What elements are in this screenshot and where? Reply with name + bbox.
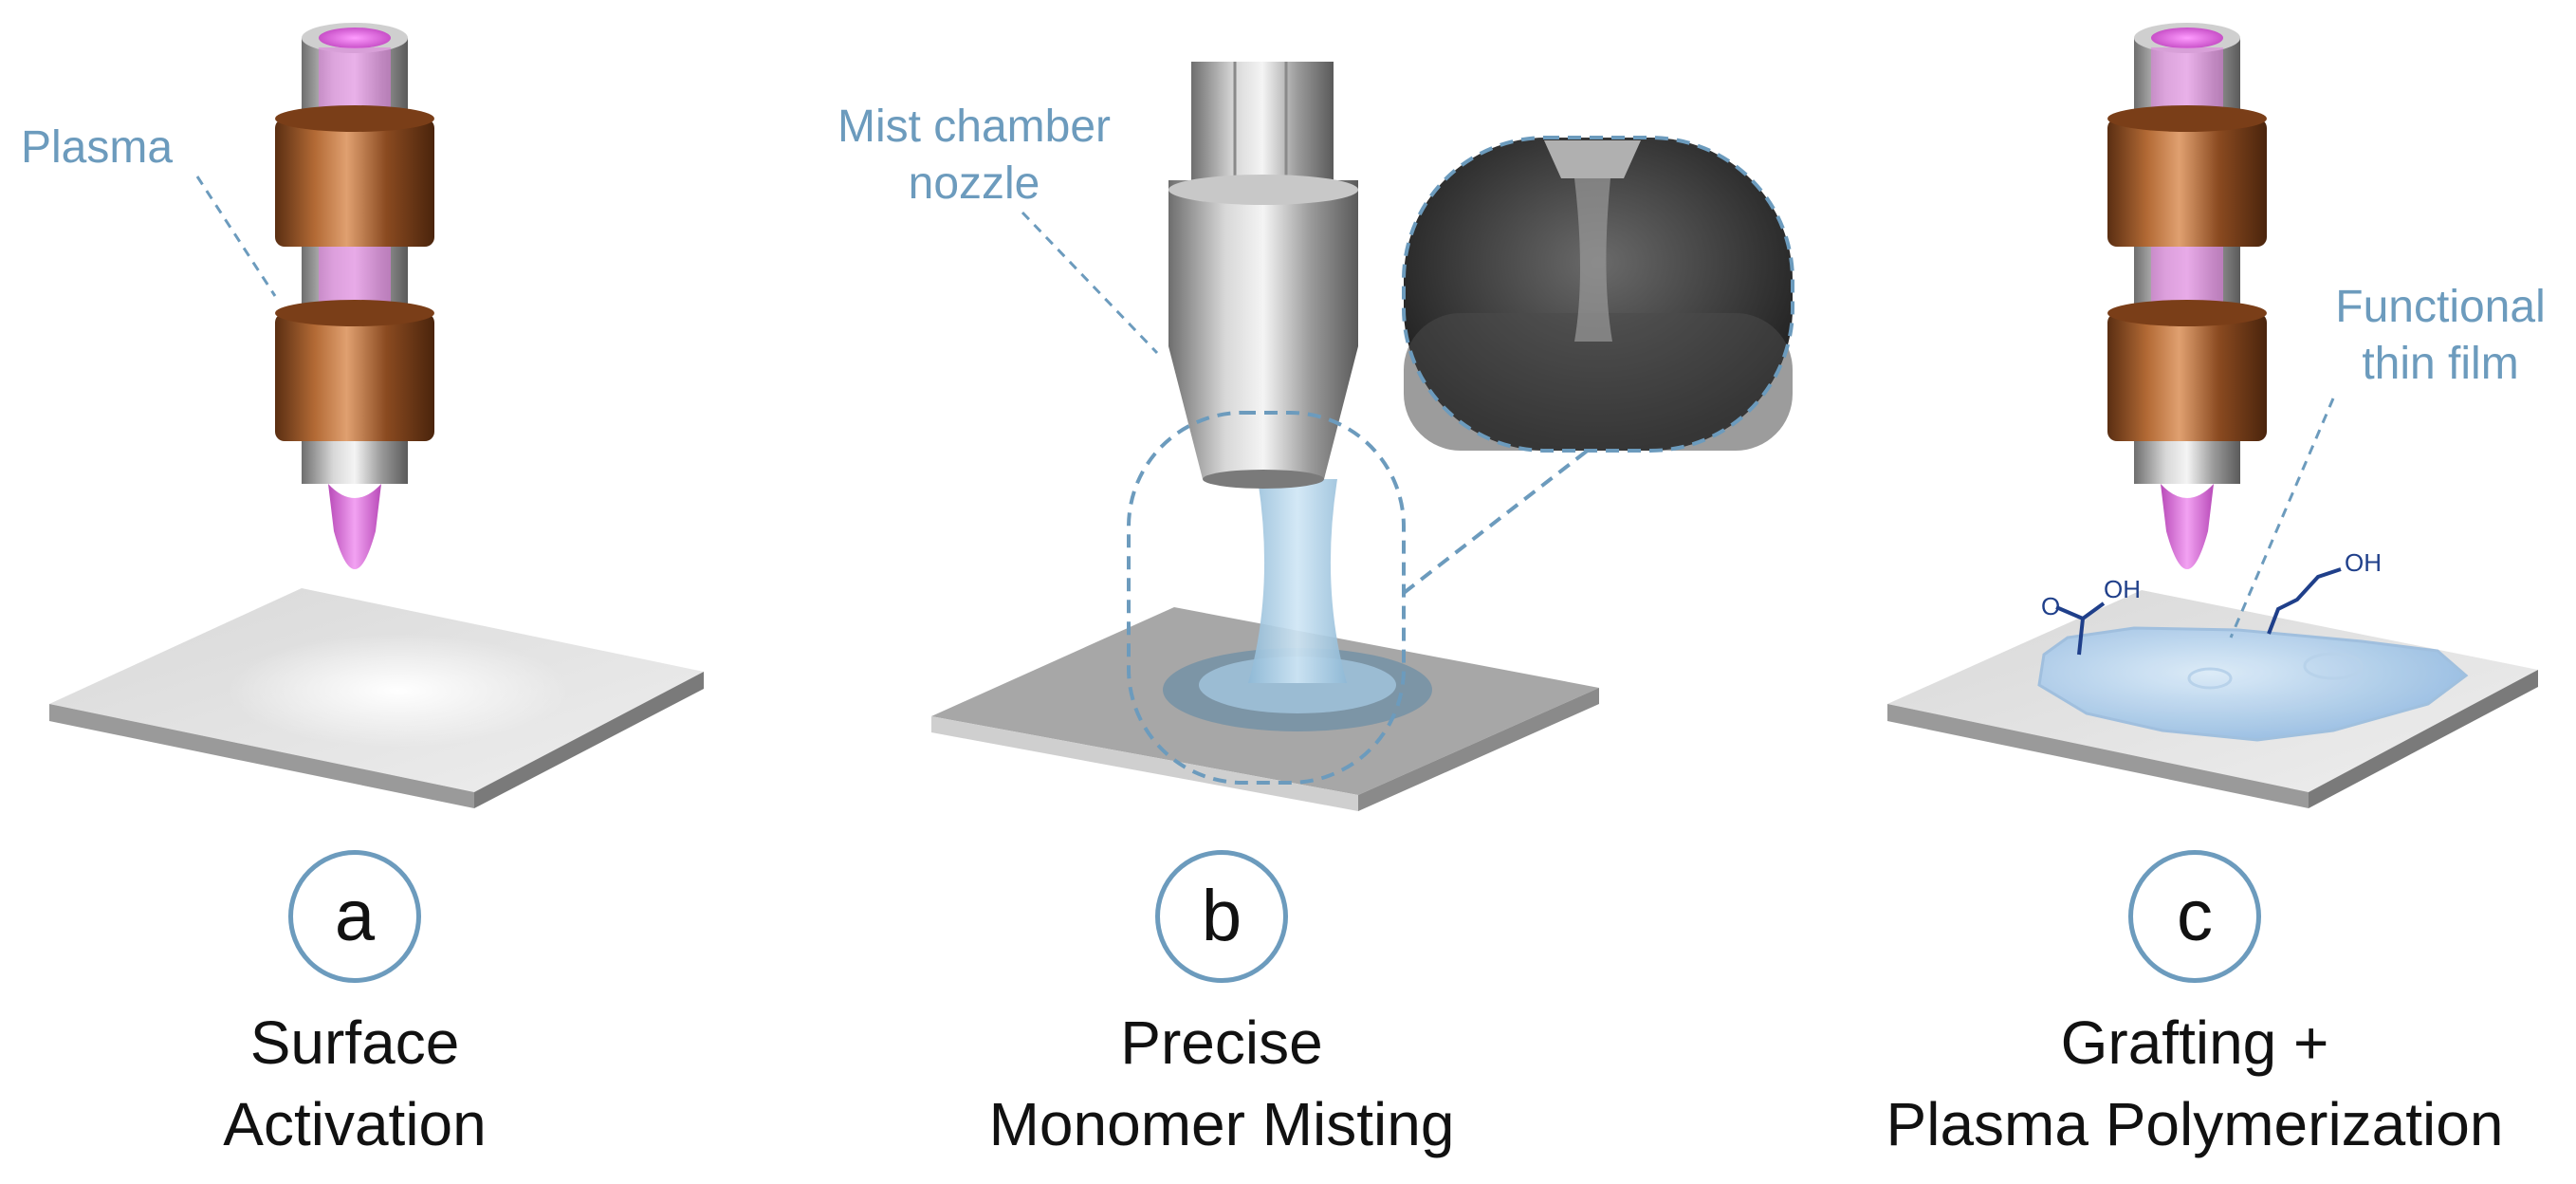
film-callout: Functional thin film [2312, 279, 2568, 393]
panel-c-illustration: O OH OH [1887, 23, 2538, 808]
mist-nozzle [1168, 62, 1358, 489]
film-callout-line2: thin film [2362, 339, 2519, 389]
film-callout-line1: Functional [2335, 282, 2546, 332]
plasma-leader-line [195, 176, 277, 297]
nozzle-callout-line2: nozzle [908, 158, 1040, 209]
nozzle-callout: Mist chamber nozzle [818, 99, 1131, 213]
caption-b-line2: Monomer Misting [988, 1090, 1455, 1158]
carboxyl-oxygen-label: O [2041, 592, 2060, 620]
caption-c-line2: Plasma Polymerization [1886, 1090, 2504, 1158]
nozzle-leader-line [1021, 211, 1159, 355]
mist-stream [1248, 479, 1347, 683]
nozzle-callout-line1: Mist chamber [837, 102, 1112, 152]
film-leader-line [2229, 398, 2335, 638]
carboxyl-oh-label: OH [2104, 575, 2141, 603]
caption-a: Surface Activation [118, 1002, 592, 1165]
functional-film [2037, 626, 2469, 742]
plasma-torch-c [2107, 23, 2267, 569]
caption-b-line1: Precise [1120, 1008, 1323, 1077]
caption-a-line1: Surface [249, 1008, 460, 1077]
caption-c-line1: Grafting + [2060, 1008, 2329, 1077]
caption-b: Precise Monomer Misting [937, 1002, 1506, 1165]
plasma-torch-a [275, 23, 434, 569]
caption-a-line2: Activation [223, 1090, 487, 1158]
activated-area [228, 634, 569, 748]
step-c-marker: c [2128, 850, 2261, 983]
hydroxyl-chain [2267, 567, 2342, 635]
zoom-region-outline [1127, 411, 1406, 785]
step-b-marker: b [1155, 850, 1288, 983]
plasma-callout: Plasma [21, 122, 174, 173]
panel-a-illustration [49, 23, 704, 808]
carboxyl-group [2055, 601, 2106, 656]
hydroxyl-oh-label: OH [2345, 548, 2382, 577]
panel-b-illustration [931, 62, 1794, 811]
caption-c: Grafting + Plasma Polymerization [1834, 1002, 2555, 1165]
step-a-marker: a [288, 850, 421, 983]
inset-photo [1402, 136, 1794, 453]
